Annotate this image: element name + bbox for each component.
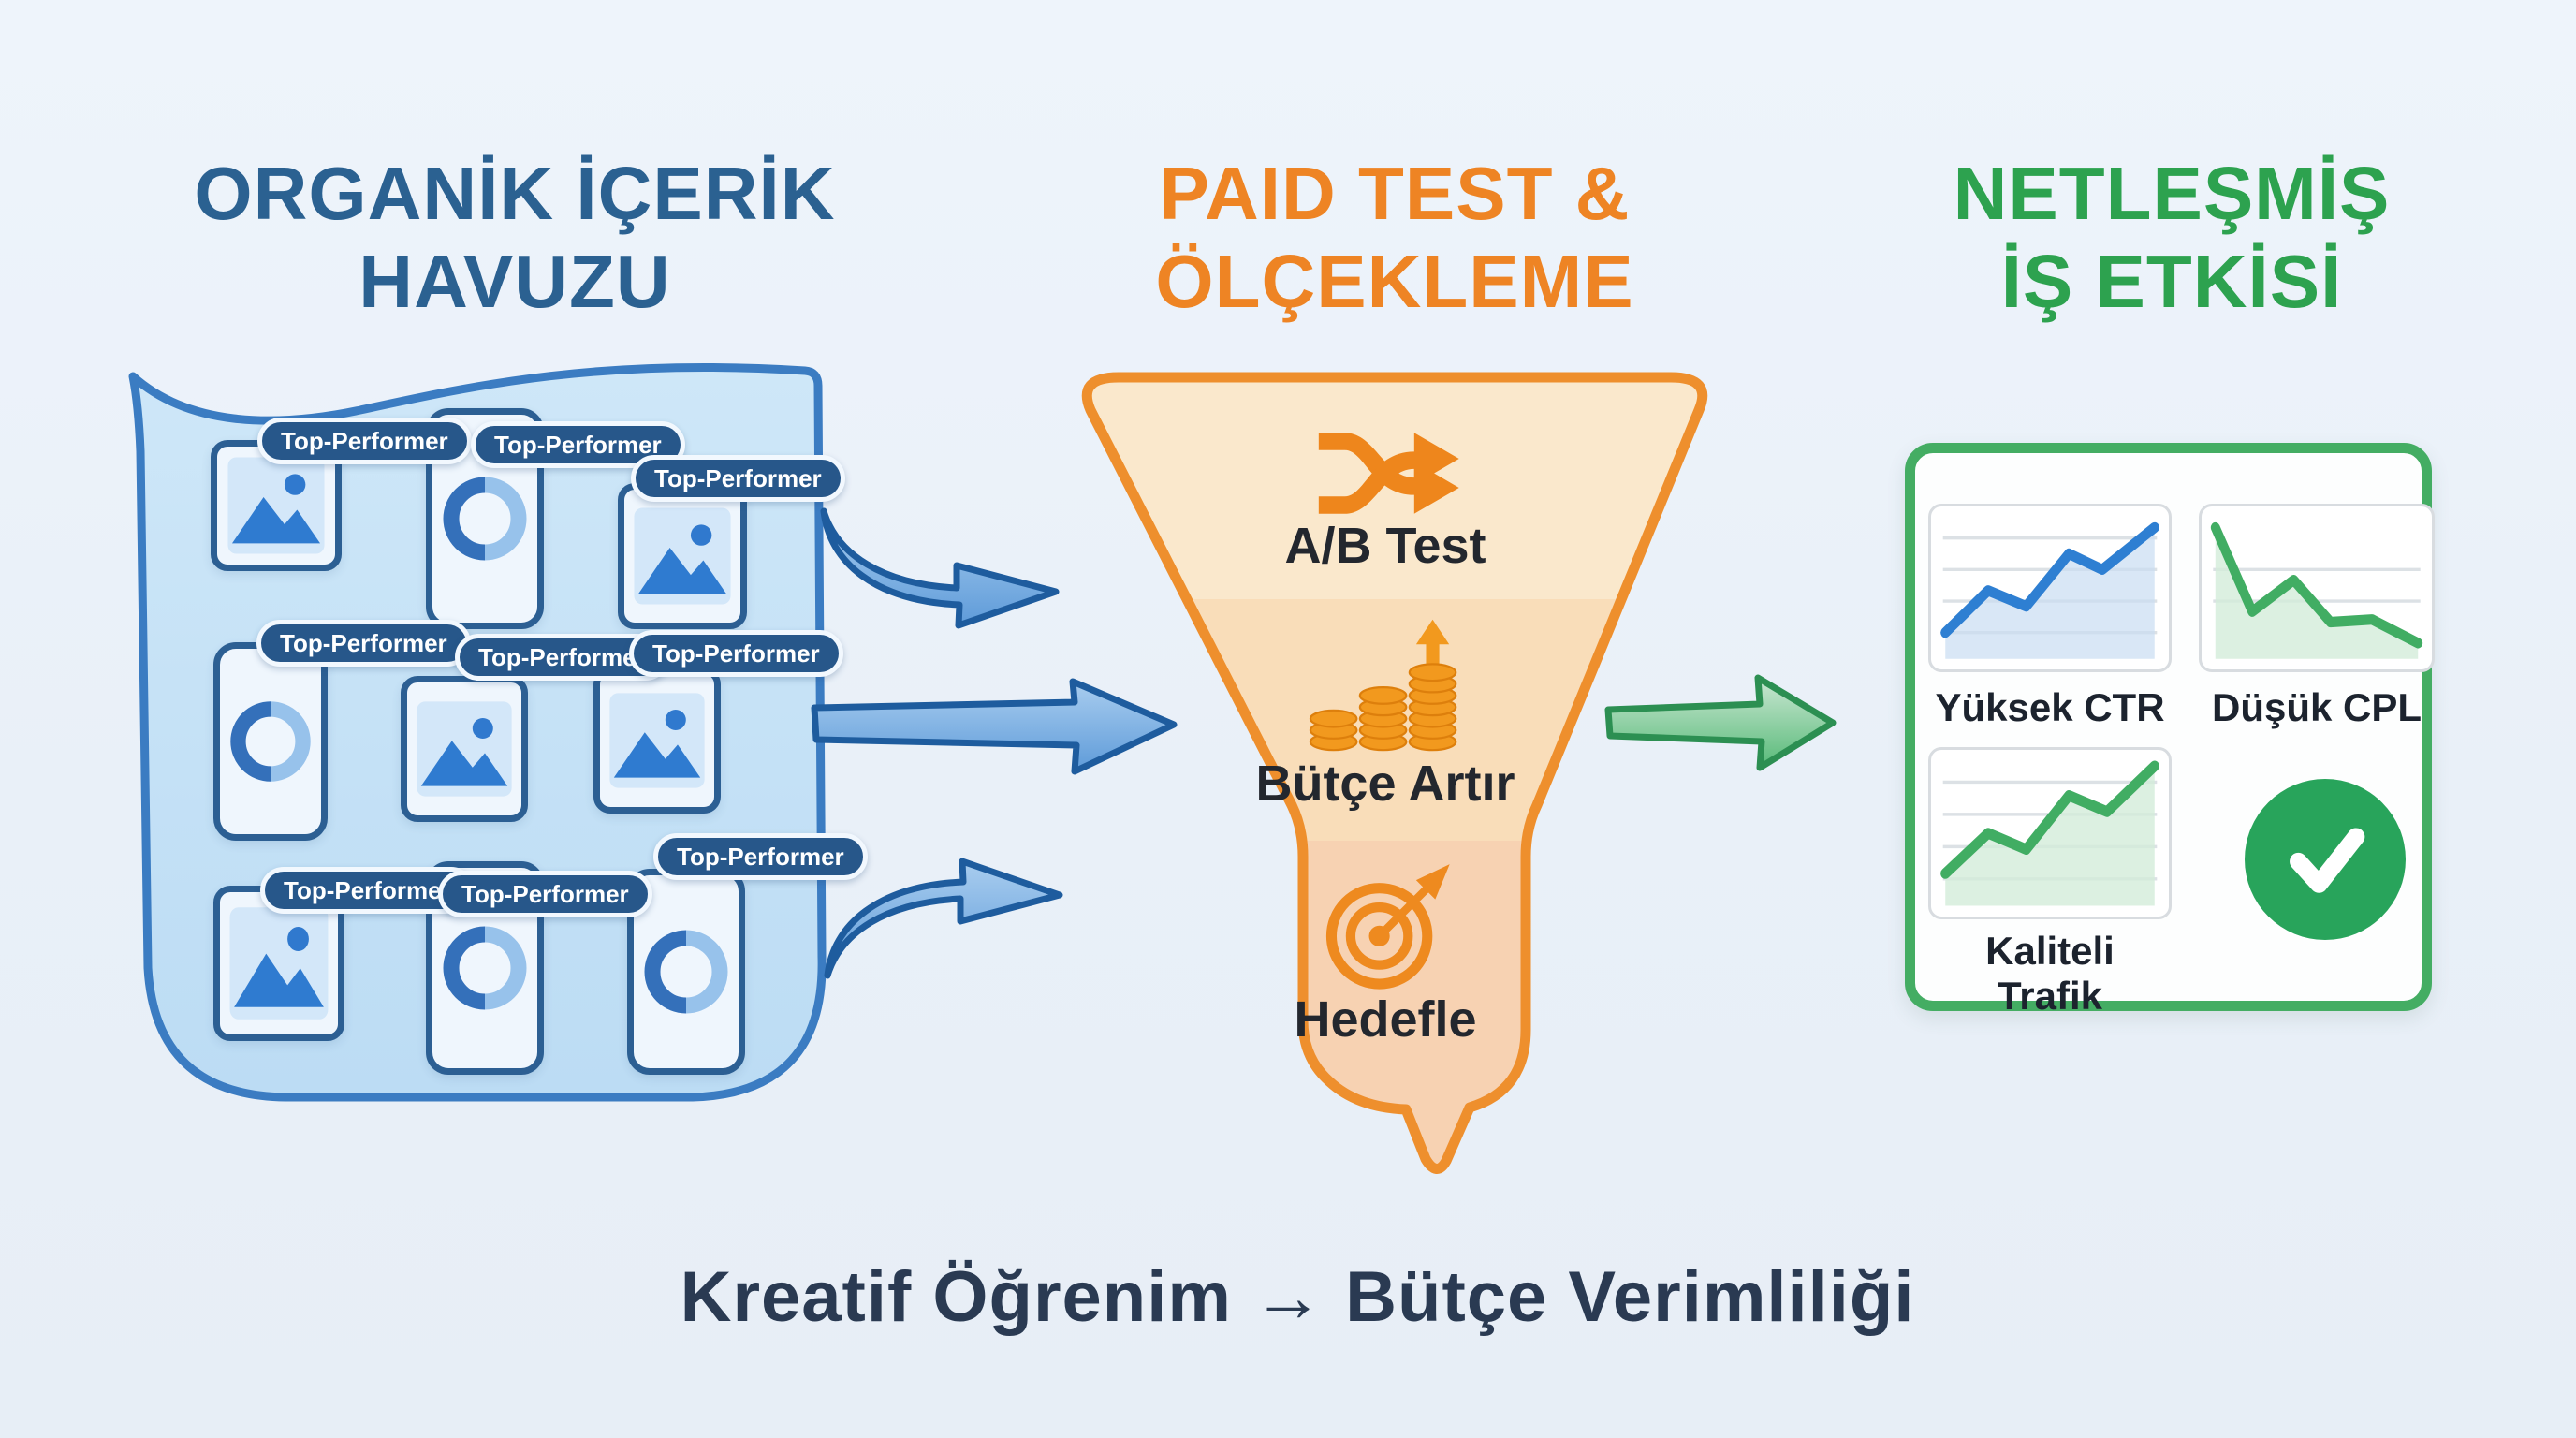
flow-arrow-top-icon (820, 507, 1060, 629)
photo-icon (417, 701, 512, 797)
top-performer-badge: Top-Performer (629, 630, 843, 677)
funnel-stage-label-target: Hedefle (1294, 991, 1477, 1048)
badge-label: Top-Performer (677, 843, 844, 871)
badge-label: Top-Performer (654, 464, 822, 492)
right-title-line2: İŞ ETKİSİ (2000, 240, 2343, 324)
badge-label: Top-Performer (494, 431, 662, 459)
middle-column-title: PAID TEST & ÖLÇEKLEME (1076, 150, 1713, 327)
top-performer-badge: Top-Performer (257, 418, 472, 464)
badge-label: Top-Performer (652, 639, 820, 668)
business-impact-card: Yüksek CTR Düşük CPL Kaliteli Trafik (1905, 443, 2435, 1018)
top-performer-badge: Top-Performer (631, 455, 845, 502)
pool-card-photo-4 (593, 668, 721, 814)
badge-label: Top-Performer (284, 876, 451, 904)
ring-icon (644, 930, 728, 1014)
photo-icon (229, 907, 329, 1020)
shuffle-icon (1318, 433, 1459, 514)
badge-label: Top-Performer (280, 629, 447, 657)
badge-label: Top-Performer (478, 643, 646, 671)
left-title-line2: HAVUZU (359, 240, 671, 324)
flow-arrow-middle-icon (811, 678, 1178, 775)
ring-icon (230, 701, 311, 782)
output-arrow-icon (1604, 674, 1837, 771)
ring-icon (443, 477, 527, 561)
funnel-stage-label-budget: Bütçe Artır (1255, 756, 1515, 812)
metric-label-traffic: Kaliteli Trafik (1985, 929, 2115, 1018)
badge-label: Top-Performer (281, 427, 448, 455)
line-chart-up-blue-icon (1940, 521, 2159, 659)
metric-tile-ctr (1928, 504, 2172, 672)
line-chart-down-green-icon (2210, 521, 2423, 659)
metric-tile-cpl (2199, 504, 2435, 672)
pool-card-photo-3 (401, 676, 528, 822)
flow-arrow-bottom-icon (824, 858, 1063, 979)
photo-icon (609, 693, 705, 788)
top-performer-badge: Top-Performer (256, 620, 471, 667)
metric-label-ctr: Yüksek CTR (1935, 685, 2165, 729)
right-column-title: NETLEŞMİŞ İŞ ETKİSİ (1872, 150, 2471, 327)
photo-icon (634, 507, 731, 605)
right-title-line1: NETLEŞMİŞ (1953, 152, 2391, 235)
photo-icon (227, 457, 325, 554)
bottom-tagline: Kreatif Öğrenim → Bütçe Verimliliği (680, 1257, 1915, 1337)
pool-card-photo-2 (618, 483, 747, 629)
metric-label-cpl: Düşük CPL (2211, 685, 2422, 729)
funnel-stage-label-ab-test: A/B Test (1284, 518, 1486, 574)
left-column-title: ORGANİK İÇERİK HAVUZU (159, 150, 871, 327)
line-chart-up-green-icon (1940, 760, 2159, 906)
top-performer-badge: Top-Performer (653, 833, 868, 880)
middle-title-line2: ÖLÇEKLEME (1155, 240, 1634, 324)
middle-title-line1: PAID TEST & (1159, 152, 1631, 235)
left-title-line1: ORGANİK İÇERİK (194, 152, 836, 235)
target-icon (1325, 864, 1450, 990)
ring-icon (443, 926, 527, 1010)
check-icon (2290, 828, 2365, 893)
badge-label: Top-Performer (461, 880, 629, 908)
success-check-badge (2245, 779, 2406, 940)
pool-card-ring-2 (213, 642, 328, 841)
coins-growth-icon (1309, 619, 1457, 752)
top-performer-badge: Top-Performer (438, 871, 652, 917)
metric-tile-traffic (1928, 747, 2172, 919)
